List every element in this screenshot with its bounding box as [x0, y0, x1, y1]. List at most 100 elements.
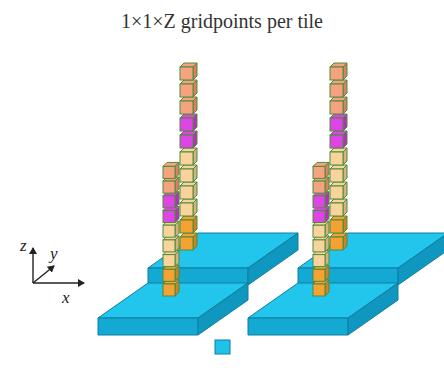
cube-side — [343, 114, 347, 131]
cube-side — [325, 207, 329, 223]
cube-side — [175, 221, 179, 237]
cube-front — [180, 203, 193, 216]
gridpoint-column — [163, 162, 179, 296]
cube-side — [175, 162, 179, 178]
tile-slab — [248, 283, 398, 335]
cube-side — [193, 148, 197, 165]
tile-slab — [298, 233, 444, 285]
diagram-title: 1×1×Z gridpoints per tile — [0, 10, 444, 33]
cube-front — [163, 284, 175, 296]
cube-front — [313, 225, 325, 237]
cube-side — [193, 233, 197, 250]
cube-side — [175, 251, 179, 267]
slab-side — [248, 233, 298, 285]
cube-side — [193, 182, 197, 199]
cube-front — [163, 211, 175, 223]
cube-side — [343, 233, 347, 250]
cube-front — [180, 169, 193, 182]
axis-label: x — [62, 288, 70, 308]
cube-front — [163, 225, 175, 237]
cube-side — [175, 265, 179, 281]
cube-side — [175, 192, 179, 208]
tile-slab — [148, 233, 298, 285]
gridpoint-column — [313, 162, 329, 296]
cube-front — [313, 181, 325, 193]
tile-legend-square — [215, 340, 230, 354]
cube-front — [313, 269, 325, 281]
cube-front — [163, 240, 175, 252]
cube-front — [330, 203, 343, 216]
cube-front — [180, 101, 193, 114]
axis-label: y — [50, 244, 58, 264]
cube-front — [313, 196, 325, 208]
cube-front — [330, 67, 343, 80]
cube-front — [330, 237, 343, 250]
cube-front — [313, 166, 325, 178]
cube-side — [193, 114, 197, 131]
cube-front — [313, 255, 325, 267]
cube-front — [163, 181, 175, 193]
cube-side — [343, 148, 347, 165]
cube-front — [163, 166, 175, 178]
cube-front — [180, 135, 193, 148]
cube-front — [313, 211, 325, 223]
cube-side — [193, 63, 197, 80]
cube-side — [325, 280, 329, 296]
cube-front — [313, 284, 325, 296]
cube-side — [175, 207, 179, 223]
cube-front — [180, 118, 193, 131]
cube-side — [325, 221, 329, 237]
cube-side — [193, 131, 197, 148]
slab-side — [398, 233, 444, 285]
cube-side — [325, 265, 329, 281]
cube-front — [180, 186, 193, 199]
cube-side — [193, 165, 197, 182]
cube-front — [330, 169, 343, 182]
slab-side — [348, 283, 398, 335]
slab-side — [198, 283, 248, 335]
cube-side — [343, 199, 347, 216]
cube-side — [343, 80, 347, 97]
cube-front — [330, 84, 343, 97]
cube-side — [343, 63, 347, 80]
axes — [33, 248, 84, 283]
cube-side — [193, 199, 197, 216]
cube-side — [343, 182, 347, 199]
cube-side — [325, 192, 329, 208]
slab-front — [98, 318, 198, 335]
cube-side — [325, 177, 329, 193]
cube-front — [180, 237, 193, 250]
gridpoint-column — [330, 63, 347, 250]
tile-slab — [98, 283, 248, 335]
cube-front — [180, 67, 193, 80]
cube-front — [163, 269, 175, 281]
cube-front — [330, 135, 343, 148]
cube-front — [180, 220, 193, 233]
cube-side — [175, 177, 179, 193]
cube-side — [343, 131, 347, 148]
cube-side — [193, 216, 197, 233]
cube-front — [180, 84, 193, 97]
cube-front — [313, 240, 325, 252]
cube-side — [325, 236, 329, 252]
cube-front — [330, 186, 343, 199]
slab-front — [298, 268, 398, 285]
cube-side — [343, 216, 347, 233]
cube-front — [330, 118, 343, 131]
cube-side — [193, 97, 197, 114]
cube-front — [163, 255, 175, 267]
cube-front — [330, 101, 343, 114]
axis-label: z — [20, 236, 27, 256]
cube-side — [343, 97, 347, 114]
cube-front — [330, 152, 343, 165]
cube-side — [175, 280, 179, 296]
cube-front — [330, 220, 343, 233]
gridpoint-column — [180, 63, 197, 250]
slab-front — [148, 268, 248, 285]
cube-side — [343, 165, 347, 182]
cube-side — [193, 80, 197, 97]
cube-side — [175, 236, 179, 252]
cube-front — [180, 152, 193, 165]
slab-front — [248, 318, 348, 335]
